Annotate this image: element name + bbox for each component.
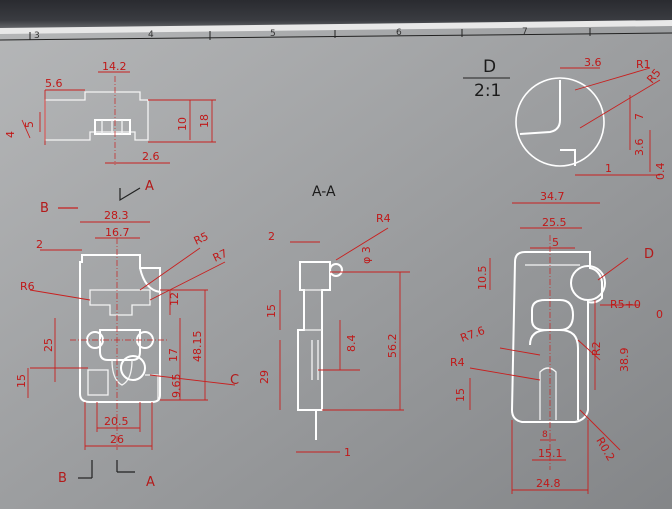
detail-d-view xyxy=(463,67,661,176)
callout-c: C xyxy=(230,373,239,388)
dim-text: 28.3 xyxy=(104,209,129,222)
dim-text: 0 xyxy=(656,308,663,321)
dim-text: 17 xyxy=(167,348,180,362)
dim-text: 29 xyxy=(258,370,271,384)
dim-text: R5+0 xyxy=(610,298,641,311)
section-markers xyxy=(58,187,141,479)
callout-d: D xyxy=(644,247,654,262)
dim-text: R5 xyxy=(192,230,211,248)
section-aa-title: A-A xyxy=(312,184,336,200)
dim-text: 0.4 xyxy=(654,163,667,181)
dim-text: R4 xyxy=(450,356,465,369)
section-label: B xyxy=(58,471,67,486)
zone-number: 4 xyxy=(148,30,154,40)
dim-text: 15 xyxy=(265,304,278,318)
dim-text: 26 xyxy=(110,433,124,446)
zone-number: 5 xyxy=(270,29,276,39)
dim-text: 25.5 xyxy=(542,216,567,229)
right-view xyxy=(469,202,640,494)
section-label: B xyxy=(40,201,49,216)
dim-text: 4 xyxy=(4,131,17,138)
dim-text: 15.1 xyxy=(538,447,563,460)
dim-text: 48.15 xyxy=(191,331,204,363)
dim-text: R1 xyxy=(636,58,651,71)
dim-text: 15 xyxy=(15,374,28,388)
dim-text: 12 xyxy=(168,292,181,306)
dim-text: 1 xyxy=(344,446,351,459)
dim-text: 2.6 xyxy=(142,150,160,163)
front-view xyxy=(27,221,236,450)
detail-d-scale: 2:1 xyxy=(474,81,501,101)
section-label: A xyxy=(145,179,154,194)
dim-text: 25 xyxy=(42,338,55,352)
dim-text: 1 xyxy=(605,162,612,175)
dim-text: 5 xyxy=(552,236,559,249)
dim-text: 16.7 xyxy=(105,226,130,239)
dim-text: 14.2 xyxy=(102,60,127,73)
dim-text: R7 xyxy=(211,247,230,265)
section-aa-view xyxy=(279,227,410,453)
dim-text: 7 xyxy=(633,113,646,120)
dim-text: 38.9 xyxy=(618,348,631,373)
detail-d-title: D xyxy=(483,57,496,77)
dim-text: 2 xyxy=(36,238,43,251)
dim-text: 15 xyxy=(454,388,467,402)
dim-text: 8.4 xyxy=(345,335,358,353)
dim-text: 2 xyxy=(268,230,275,243)
dim-text: 24.8 xyxy=(536,477,561,490)
dim-text: 9.65 xyxy=(170,374,183,399)
dim-text: R2 xyxy=(590,341,603,356)
dim-text: 3.6 xyxy=(584,56,602,69)
dim-text: 8 xyxy=(542,430,548,440)
dim-text: 5.6 xyxy=(45,77,63,90)
zone-number: 3 xyxy=(34,31,40,41)
dim-text: 34.7 xyxy=(540,190,565,203)
dim-text: φ 3 xyxy=(360,246,373,264)
zone-number: 7 xyxy=(522,27,528,37)
zone-number: 6 xyxy=(396,28,402,38)
dim-text: 10 xyxy=(176,117,189,131)
dim-text: 3.6 xyxy=(633,139,646,157)
top-view xyxy=(21,71,216,165)
dim-text: 56.2 xyxy=(386,334,399,359)
frame-border xyxy=(0,28,672,41)
dim-text: R4 xyxy=(376,212,391,225)
dim-text: 20.5 xyxy=(104,415,129,428)
dim-text: R6 xyxy=(20,280,35,293)
dim-text: 18 xyxy=(198,114,211,128)
section-label: A xyxy=(146,475,155,490)
dim-text: 5 xyxy=(23,121,36,128)
dim-text: 10.5 xyxy=(476,266,489,291)
